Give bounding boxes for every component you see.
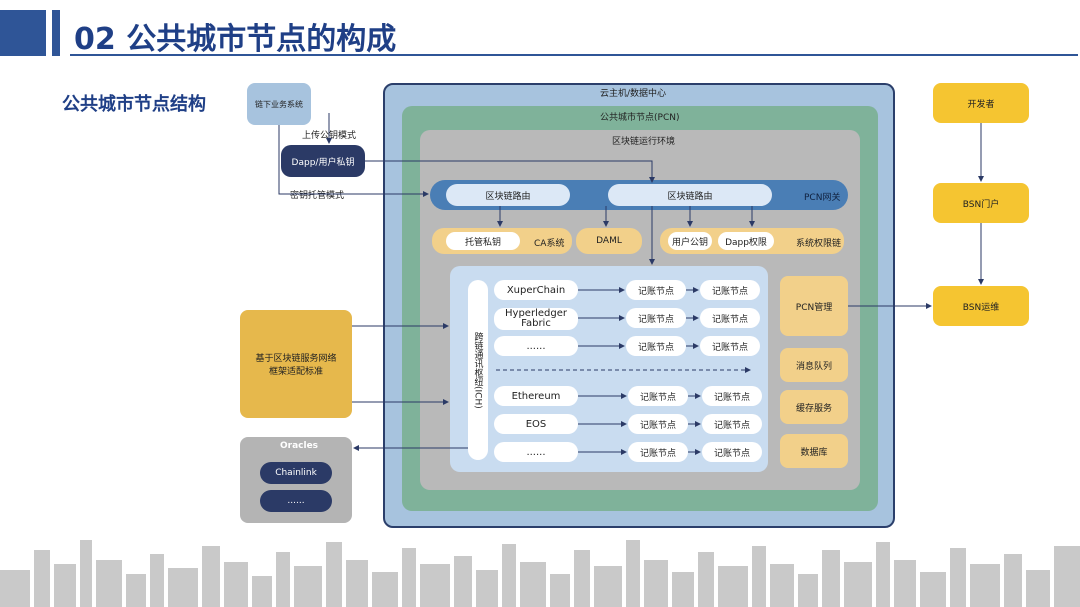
city-skyline-decoration — [0, 540, 1080, 607]
ledger-node: 记账节点 — [626, 308, 686, 328]
framework-adapter-standard: 基于区块链服务网络框架适配标准 — [240, 310, 352, 418]
ledger-node: 记账节点 — [702, 386, 762, 406]
offchain-business-system: 链下业务系统 — [247, 83, 311, 125]
ca-system-label: CA系统 — [534, 239, 565, 249]
permission-chain-label: 系统权限链 — [796, 239, 842, 249]
oracles-label: Oracles — [280, 441, 319, 451]
ledger-node: 记账节点 — [700, 280, 760, 300]
blockchain-router-2: 区块链路由 — [608, 184, 772, 206]
bsn-operations: BSN运维 — [933, 286, 1029, 326]
title-accent-bar — [52, 10, 60, 56]
dapp-user-key: Dapp/用户私钥 — [281, 145, 365, 177]
key-escrow-mode-label: 密钥托管模式 — [290, 191, 345, 201]
escrow-private-key: 托管私钥 — [446, 232, 520, 250]
dapp-permission: Dapp权限 — [718, 232, 774, 250]
ledger-node: 记账节点 — [626, 280, 686, 300]
title-accent-block — [0, 10, 46, 56]
section-title: 公共城市节点结构 — [62, 94, 206, 115]
cloud-label: 云主机/数据中心 — [600, 89, 667, 99]
blockchain-router-1: 区块链路由 — [446, 184, 570, 206]
ledger-node: 记账节点 — [702, 414, 762, 434]
daml: DAML — [576, 228, 642, 254]
chain-more-2: ...... — [494, 442, 578, 462]
pcn-label: 公共城市节点(PCN) — [600, 113, 680, 123]
chain-ethereum: Ethereum — [494, 386, 578, 406]
page-title: 02 公共城市节点的构成 — [74, 22, 397, 57]
chain-more-1: ...... — [494, 336, 578, 356]
chain-eos: EOS — [494, 414, 578, 434]
ledger-node: 记账节点 — [700, 308, 760, 328]
ledger-node: 记账节点 — [628, 442, 688, 462]
cross-chain-hub: 跨链通讯枢纽(ICH) — [468, 280, 488, 460]
ledger-node: 记账节点 — [702, 442, 762, 462]
ledger-node: 记账节点 — [628, 414, 688, 434]
message-queue: 消息队列 — [780, 348, 848, 382]
developer: 开发者 — [933, 83, 1029, 123]
title-underline — [70, 54, 1078, 56]
chain-xuperchain: XuperChain — [494, 280, 578, 300]
arrow-escrow — [278, 125, 429, 197]
bsn-portal: BSN门户 — [933, 183, 1029, 223]
user-pubkey: 用户公钥 — [668, 232, 712, 250]
ledger-node: 记账节点 — [628, 386, 688, 406]
pcn-gateway-label: PCN网关 — [804, 193, 841, 203]
oracle-chainlink: Chainlink — [260, 462, 332, 484]
cache-service: 缓存服务 — [780, 390, 848, 424]
database: 数据库 — [780, 434, 848, 468]
chain-hyperledger-fabric: Hyperledger Fabric — [494, 308, 578, 330]
ledger-node: 记账节点 — [626, 336, 686, 356]
ledger-node: 记账节点 — [700, 336, 760, 356]
chain-core-area — [450, 266, 768, 472]
pcn-management: PCN管理 — [780, 276, 848, 336]
env-label: 区块链运行环境 — [612, 137, 676, 147]
cross-chain-hub-label: 跨链通讯枢纽(ICH) — [472, 331, 483, 409]
arrow-dapp-gateway — [365, 160, 655, 183]
oracle-more: ...... — [260, 490, 332, 512]
